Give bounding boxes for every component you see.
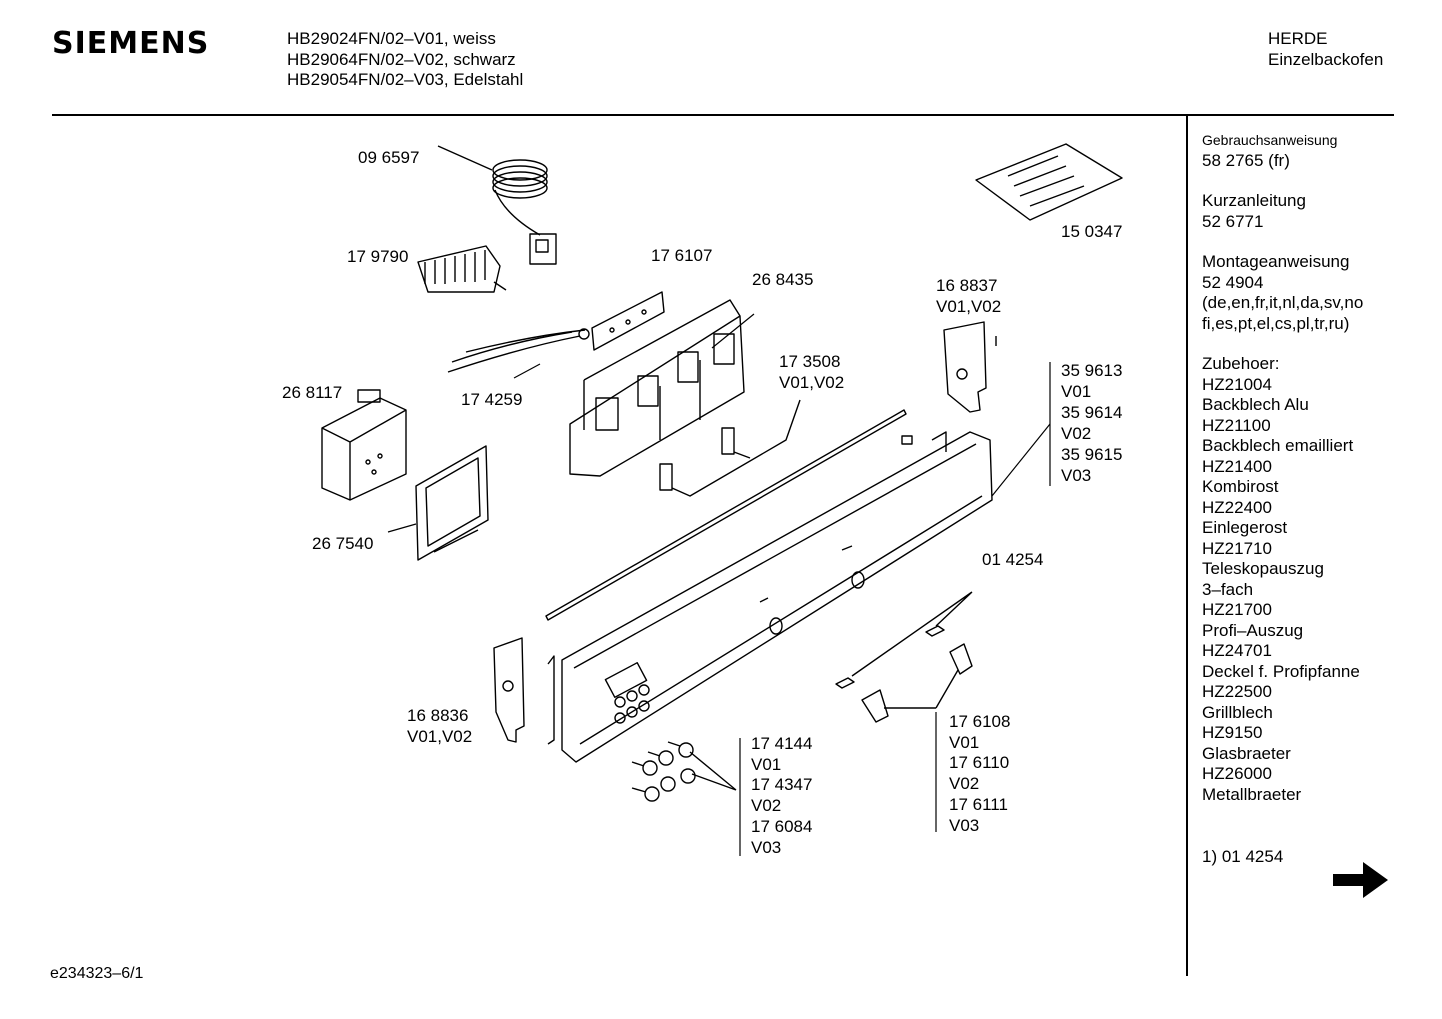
part-variant: V01: [1061, 382, 1092, 401]
part-variant: V01: [949, 733, 980, 752]
accessories-label: Zubehoer:: [1202, 354, 1280, 373]
document-id: e234323–6/1: [50, 965, 144, 982]
category-main: HERDE: [1268, 29, 1328, 48]
rotary-knobs: [861, 643, 973, 723]
mounting-label: Montageanweisung: [1202, 252, 1350, 271]
part-label: 17 6108: [949, 712, 1011, 731]
mounting-number: 52 4904: [1202, 272, 1264, 292]
manual-label: Gebrauchsanweisung: [1202, 132, 1338, 148]
part-label: 26 8435: [752, 270, 814, 289]
model-list: HB29024FN/02–V01, weiss HB29064FN/02–V02…: [287, 29, 523, 91]
part-label: 26 8117: [282, 383, 343, 402]
part-label: 17 6084: [751, 817, 813, 836]
part-label: 16 8836: [407, 706, 469, 725]
part-label: 15 0347: [1061, 222, 1123, 241]
part-label: 09 6597: [358, 148, 420, 167]
model-v01: HB29024FN/02–V01, weiss: [287, 29, 496, 48]
part-variant: V01,V02: [779, 373, 845, 392]
part-variant: V03: [949, 816, 980, 835]
manual-number: 58 2765 (fr): [1202, 150, 1290, 170]
mounting-languages: (de,en,fr,it,nl,da,sv,no: [1202, 293, 1364, 312]
part-label: 17 4144: [751, 734, 813, 753]
part-label: 17 4347: [751, 775, 813, 794]
footnote: 1) 01 4254: [1202, 847, 1284, 866]
part-label: 26 7540: [312, 534, 374, 553]
control-panel: [561, 431, 993, 763]
accessory-name: Profi–Auszug: [1202, 620, 1304, 640]
accessory-code: HZ21004: [1202, 374, 1272, 394]
screw-bag: [975, 143, 1123, 221]
accessory-name: Backblech emailliert: [1202, 436, 1354, 455]
side-bracket-left: [493, 637, 555, 745]
mounting-languages: fi,es,pt,el,cs,pl,tr,ru): [1202, 313, 1350, 333]
accessory-note: 3–fach: [1202, 579, 1254, 599]
part-label: 17 4259: [461, 390, 523, 409]
part-label: 35 9615: [1061, 445, 1123, 464]
part-label: 16 8837: [936, 276, 998, 295]
side-bracket-right: [943, 321, 997, 413]
selector-switch: [417, 245, 507, 293]
thermostat-sensor: [437, 145, 557, 265]
model-v02: HB29064FN/02–V02, schwarz: [287, 49, 516, 69]
accessory-name: Backblech Alu: [1202, 395, 1309, 414]
leader-lines: [387, 313, 1051, 856]
part-variant: V03: [751, 838, 782, 857]
part-variant: V01,V02: [407, 727, 473, 746]
exploded-diagram: [321, 143, 1123, 856]
accessory-code: HZ21400: [1202, 456, 1272, 476]
part-label: 17 6111: [949, 795, 1008, 814]
part-variant: V02: [949, 774, 980, 793]
accessory-code: HZ22400: [1202, 497, 1272, 517]
part-variant: V01,V02: [936, 297, 1002, 316]
accessory-code: HZ26000: [1202, 764, 1272, 783]
part-variant: V02: [751, 796, 782, 815]
accessory-name: Glasbraeter: [1202, 743, 1291, 763]
sidebar: Gebrauchsanweisung 58 2765 (fr) Kurzanle…: [1202, 130, 1363, 868]
model-v03: HB29054FN/02–V03, Edelstahl: [287, 70, 524, 89]
part-label: 35 9614: [1061, 403, 1123, 422]
accessory-code: HZ21700: [1202, 600, 1272, 619]
display-frame: [415, 445, 489, 561]
part-label: 17 6110: [949, 753, 1010, 772]
part-label: 35 9613: [1061, 361, 1123, 380]
accessory-name: Einlegerost: [1202, 518, 1288, 537]
mounting-plate: [591, 291, 665, 351]
electronics-module: [569, 299, 745, 477]
pads: [835, 591, 973, 689]
clips: [659, 399, 801, 497]
accessory-name: Metallbraeter: [1202, 784, 1302, 804]
part-variant: V03: [1061, 466, 1092, 485]
sidebar-divider: [1186, 116, 1188, 976]
part-label: 17 3508: [779, 352, 841, 371]
accessory-name: Grillblech: [1202, 702, 1273, 722]
relay-box: [321, 389, 407, 501]
accessory-code: HZ22500: [1202, 682, 1272, 701]
accessory-code: HZ21710: [1202, 538, 1272, 558]
part-label: 17 6107: [651, 246, 713, 265]
accessory-name: Teleskopauszug: [1202, 559, 1324, 578]
part-label: 17 9790: [347, 247, 409, 266]
part-variant: V01: [751, 755, 782, 774]
accessory-code: HZ24701: [1202, 641, 1272, 660]
accessory-code: HZ9150: [1202, 723, 1263, 742]
accessory-name: Deckel f. Profipfanne: [1202, 661, 1360, 681]
short-guide-label: Kurzanleitung: [1202, 191, 1306, 210]
arrow-right-icon[interactable]: [1333, 860, 1389, 905]
header-divider: [52, 114, 1394, 116]
part-label: 01 4254: [982, 550, 1044, 569]
short-guide-number: 52 6771: [1202, 211, 1264, 231]
category-sub: Einzelbackofen: [1268, 49, 1384, 69]
appliance-category: HERDE Einzelbackofen: [1268, 29, 1383, 70]
glass-strip: [545, 409, 907, 621]
accessory-name: Kombirost: [1202, 477, 1279, 496]
wire-harness: [447, 328, 590, 373]
part-variant: V02: [1061, 424, 1092, 443]
accessory-code: HZ21100: [1202, 415, 1271, 435]
siemens-logo: SIEMENS: [52, 26, 210, 61]
push-buttons: [631, 741, 737, 802]
